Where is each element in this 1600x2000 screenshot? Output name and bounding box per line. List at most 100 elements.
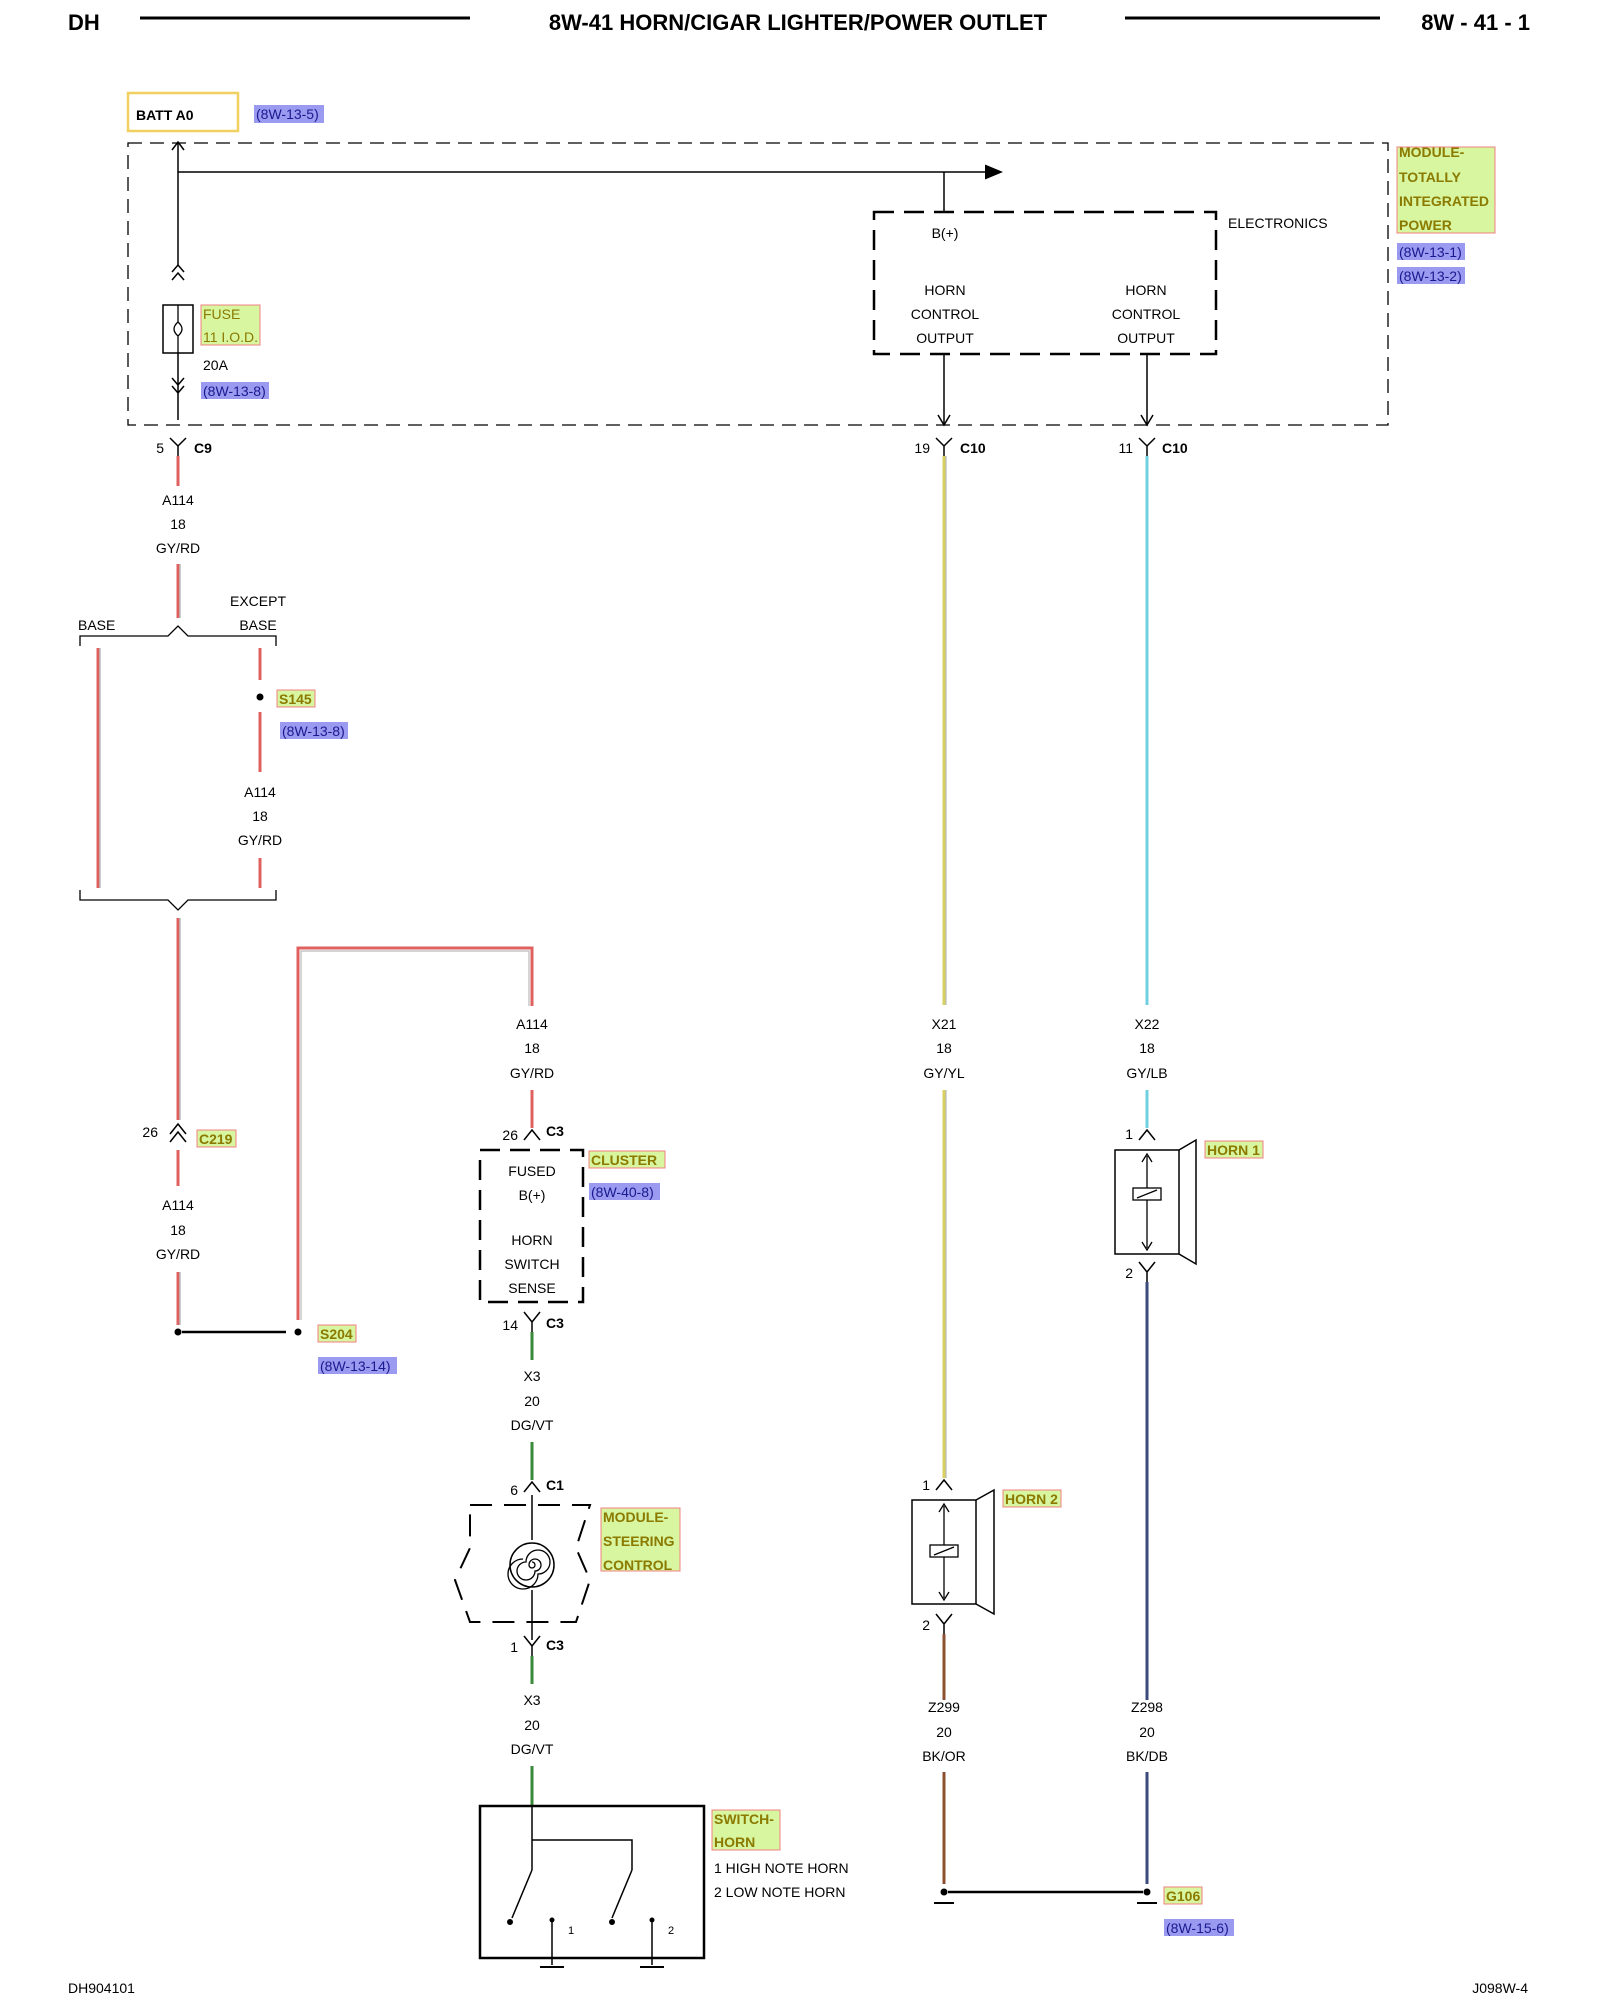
split-except-1: BASE <box>239 617 276 633</box>
c3bot-pin: 14 <box>502 1317 518 1333</box>
out1-0: HORN <box>924 282 965 298</box>
fuse-ref: (8W-13-8) <box>203 383 266 399</box>
out2-2: OUTPUT <box>1117 330 1175 346</box>
header-left: DH <box>68 10 100 35</box>
cluster-pin-top-0: FUSED <box>508 1163 555 1179</box>
tipm-title-0: MODULE- <box>1399 144 1465 160</box>
x22-1: 18 <box>1139 1040 1155 1056</box>
steering-line-0: MODULE- <box>603 1509 669 1525</box>
c3top-name: C3 <box>546 1123 564 1139</box>
a114-4-2: GY/RD <box>510 1065 554 1081</box>
c10a-name: C10 <box>960 440 986 456</box>
c9-pin: 5 <box>156 440 164 456</box>
footer-left: DH904101 <box>68 1980 135 1996</box>
s145-ref: (8W-13-8) <box>282 723 345 739</box>
a114-4-0: A114 <box>516 1016 548 1032</box>
header-title: 8W-41 HORN/CIGAR LIGHTER/POWER OUTLET <box>549 10 1048 35</box>
horn2-name: HORN 2 <box>1005 1491 1058 1507</box>
steering-outline <box>453 1504 592 1623</box>
x3a-0: X3 <box>523 1368 540 1384</box>
switch-legend-0: 1 HIGH NOTE HORN <box>714 1860 849 1876</box>
cluster-ref: (8W-40-8) <box>591 1184 654 1200</box>
c3bot-name: C3 <box>546 1315 564 1331</box>
switch-line-1: HORN <box>714 1834 755 1850</box>
c1-pin: 6 <box>510 1482 518 1498</box>
tipm-title-3: POWER <box>1399 217 1452 233</box>
s204-name: S204 <box>320 1326 353 1342</box>
tipm-title-1: TOTALLY <box>1399 169 1462 185</box>
footer-right: J098W-4 <box>1472 1980 1528 1996</box>
switch-pin-2: 2 <box>668 1925 674 1937</box>
a114-4-1: 18 <box>524 1040 540 1056</box>
out2-1: CONTROL <box>1112 306 1181 322</box>
c219-pin: 26 <box>142 1124 158 1140</box>
x22-0: X22 <box>1135 1016 1160 1032</box>
wire-a114-to-cluster <box>296 946 534 1320</box>
c3top-pin: 26 <box>502 1127 518 1143</box>
steering-line-1: STEERING <box>603 1533 675 1549</box>
clockspring-icon <box>507 1542 555 1590</box>
s204-ref: (8W-13-14) <box>320 1358 391 1374</box>
a114-1-2: GY/RD <box>156 540 200 556</box>
horn2-pin-top: 1 <box>922 1477 930 1493</box>
s145-name: S145 <box>279 691 312 707</box>
out1-2: OUTPUT <box>916 330 974 346</box>
switch-pin-1: 1 <box>568 1925 574 1937</box>
a114-3-2: GY/RD <box>156 1246 200 1262</box>
split-base: BASE <box>78 617 115 633</box>
c9-name: C9 <box>194 440 212 456</box>
tipm-title-2: INTEGRATED <box>1399 193 1489 209</box>
ground-name: G106 <box>1166 1888 1200 1904</box>
fuse-label-1: 11 I.O.D. <box>203 329 258 345</box>
a114-2-0: A114 <box>244 784 276 800</box>
switch-legend-1: 2 LOW NOTE HORN <box>714 1884 845 1900</box>
x21-2: GY/YL <box>923 1065 964 1081</box>
c10b-name: C10 <box>1162 440 1188 456</box>
electronics-label: ELECTRONICS <box>1228 215 1328 231</box>
batt-ref: (8W-13-5) <box>256 106 319 122</box>
x3b-2: DG/VT <box>511 1741 554 1757</box>
c10a-pin: 19 <box>914 440 930 456</box>
x21-1: 18 <box>936 1040 952 1056</box>
x3b-0: X3 <box>523 1692 540 1708</box>
header-page: 8W - 41 - 1 <box>1421 10 1530 35</box>
out1-1: CONTROL <box>911 306 980 322</box>
c219-name: C219 <box>199 1131 233 1147</box>
ground-ref: (8W-15-6) <box>1166 1920 1229 1936</box>
z299-1: 20 <box>936 1724 952 1740</box>
z299-0: Z299 <box>928 1699 960 1715</box>
c1-name: C1 <box>546 1477 564 1493</box>
cluster-pin-bot-2: SENSE <box>508 1280 555 1296</box>
horn2-icon <box>911 1488 995 1616</box>
horn2-pin-bot: 2 <box>922 1617 930 1633</box>
x3a-2: DG/VT <box>511 1417 554 1433</box>
z299-2: BK/OR <box>922 1748 966 1764</box>
cluster-box <box>478 1148 585 1304</box>
tipm-ref-0: (8W-13-1) <box>1399 244 1462 260</box>
c10b-pin: 11 <box>1118 440 1133 456</box>
cluster-pin-bot-0: HORN <box>511 1232 552 1248</box>
horn1-pin-top: 1 <box>1125 1126 1133 1142</box>
split-brace-bottom <box>79 890 277 911</box>
cluster-pin-top-1: B(+) <box>519 1187 546 1203</box>
c3sc-pin: 1 <box>510 1639 518 1655</box>
steering-line-2: CONTROL <box>603 1557 673 1573</box>
a114-3-0: A114 <box>162 1197 194 1213</box>
tipm-outline <box>127 142 1389 426</box>
a114-1-0: A114 <box>162 492 194 508</box>
c3sc-name: C3 <box>546 1637 564 1653</box>
cluster-name: CLUSTER <box>591 1152 657 1168</box>
s145-dot <box>256 693 264 701</box>
tipm-ref-1: (8W-13-2) <box>1399 268 1462 284</box>
fuse-label-0: FUSE <box>203 306 240 322</box>
a114-2-2: GY/RD <box>238 832 282 848</box>
horn-switch-box <box>478 1804 706 1960</box>
s204-dot <box>294 1328 302 1336</box>
out2-0: HORN <box>1125 282 1166 298</box>
horn1-name: HORN 1 <box>1207 1142 1260 1158</box>
batt-label: BATT A0 <box>136 107 194 123</box>
z298-1: 20 <box>1139 1724 1155 1740</box>
x3b-1: 20 <box>524 1717 540 1733</box>
cluster-pin-bot-1: SWITCH <box>504 1256 559 1272</box>
